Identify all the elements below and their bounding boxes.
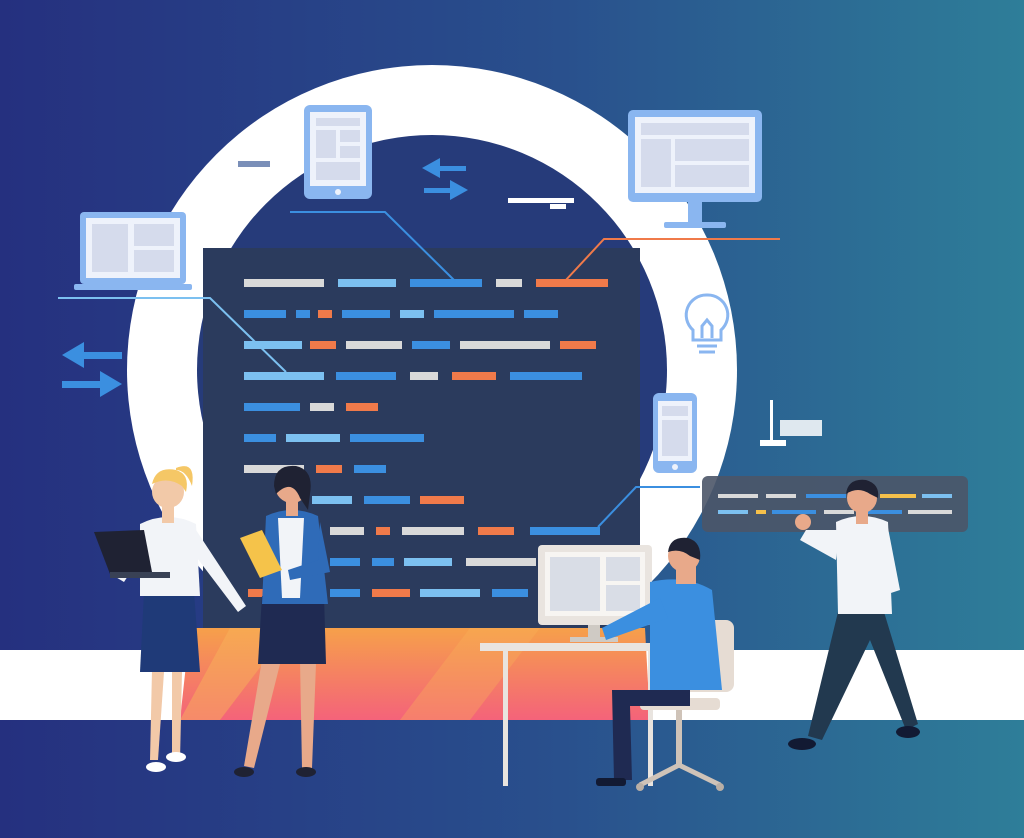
phone-icon: [653, 393, 697, 473]
desk: [480, 643, 680, 786]
man-at-desk: [596, 537, 722, 786]
connector-lines: [58, 211, 780, 528]
code-tag-box: [702, 476, 968, 532]
swap-arrows-left-icon: [62, 342, 122, 397]
desk-monitor: [538, 545, 652, 642]
woman-with-folder: [234, 465, 330, 777]
lightbulb-icon: [684, 293, 730, 354]
woman-with-laptop: [94, 466, 246, 772]
swap-arrows-icon: [422, 158, 468, 200]
decorative-bars: [238, 161, 822, 446]
code-lines: [244, 279, 608, 597]
man-walking: [788, 479, 920, 750]
laptop-icon: [74, 212, 192, 290]
monitor-icon: [628, 110, 762, 228]
tablet-icon: [304, 105, 372, 199]
